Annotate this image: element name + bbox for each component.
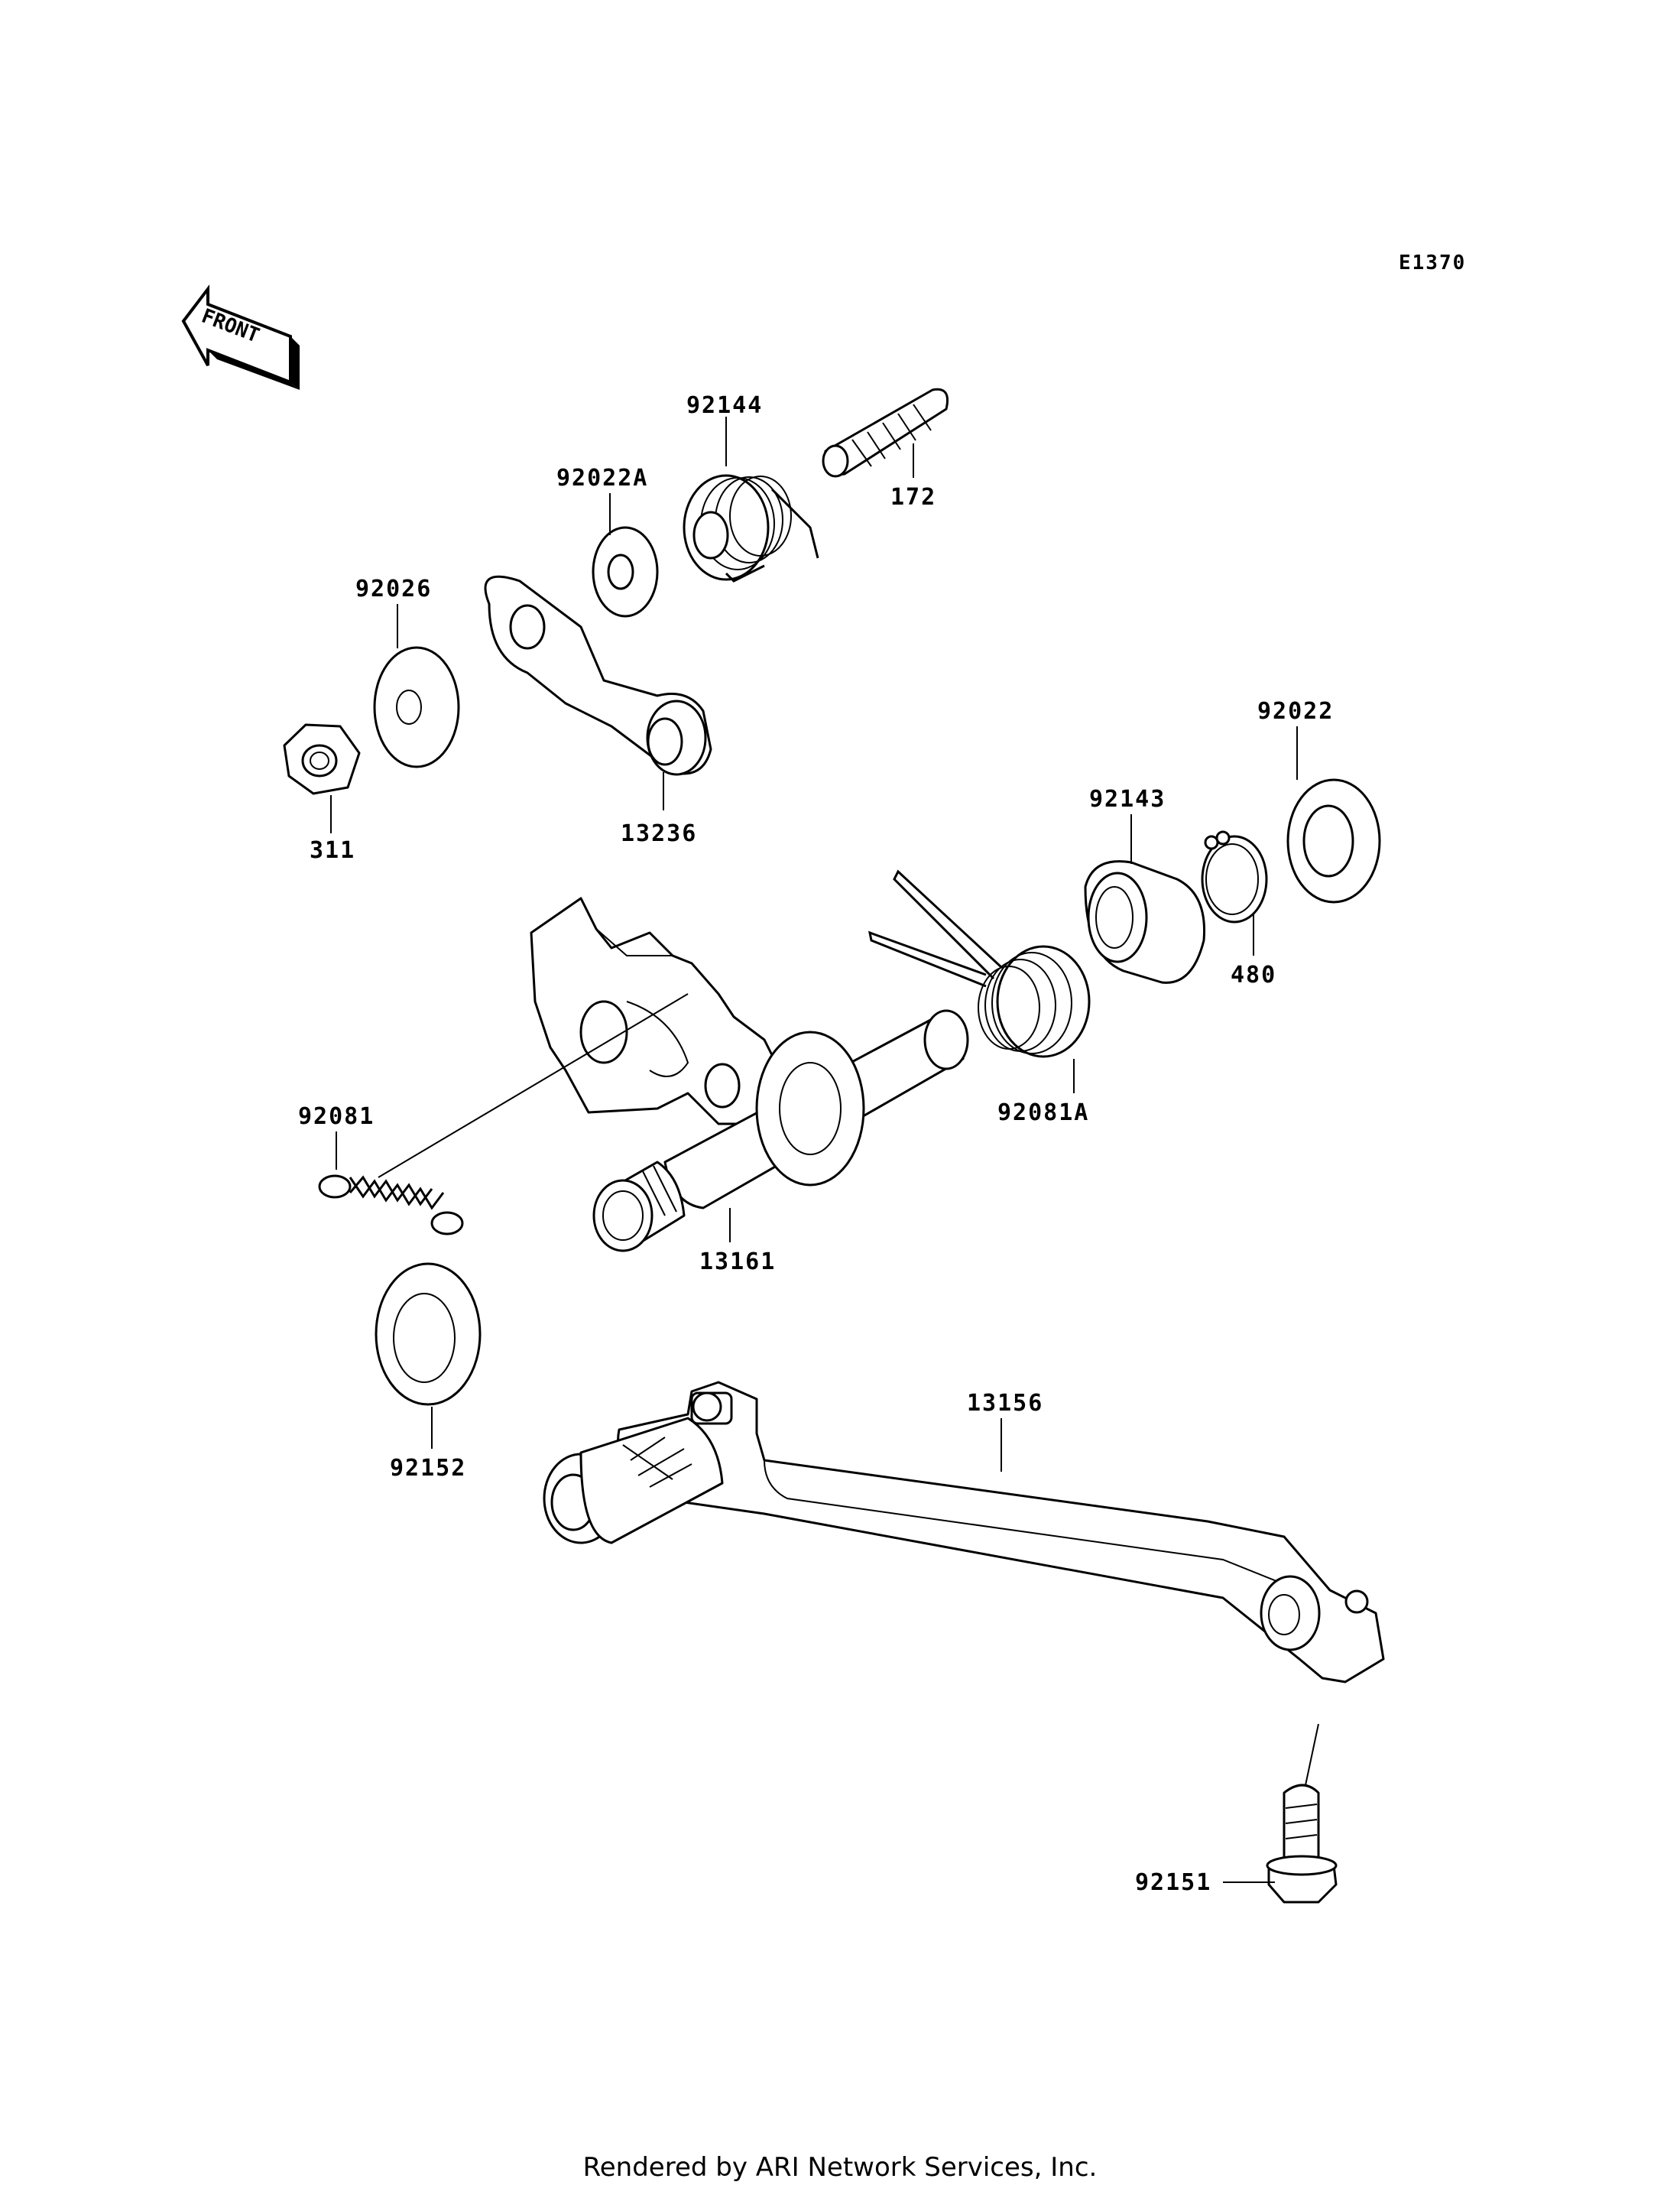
spring-92144 [683,474,819,583]
spring-92081 [318,993,689,1235]
label-13236: 13236 [621,820,697,847]
label-480: 480 [1231,962,1276,989]
label-92152: 92152 [390,1455,466,1482]
nut-311 [283,723,361,795]
label-13156: 13156 [967,1390,1043,1417]
label-172: 172 [890,484,936,511]
label-311: 311 [310,837,355,864]
label-92143: 92143 [1089,786,1166,813]
arm-13236 [484,575,712,776]
washer-92022A [592,526,659,618]
footer-credit: Rendered by ARI Network Services, Inc. [582,2152,1098,2183]
bolt-92151 [1266,1784,1338,1904]
label-92022A: 92022A [556,465,648,492]
label-13161: 13161 [699,1248,776,1275]
label-92022: 92022 [1257,698,1334,725]
washer-92026 [373,646,460,768]
leader-lines [330,417,1319,1883]
label-92081: 92081 [298,1103,375,1130]
front-arrow-icon: FRONT [181,284,300,390]
spring-92081A [868,869,1091,1058]
diagram-code: E1370 [1399,252,1466,274]
label-92026: 92026 [355,576,432,602]
shift-pedal-13156 [543,1381,1385,1683]
collar-92143 [1084,860,1206,984]
circlip-480 [1201,830,1268,924]
label-92151: 92151 [1135,1869,1211,1896]
washer-92022 [1286,778,1381,904]
pin-172 [822,388,949,478]
shift-shaft-13161 [530,897,969,1252]
label-92081A: 92081A [997,1099,1089,1126]
label-92144: 92144 [686,392,763,419]
washer-92152 [375,1262,482,1406]
